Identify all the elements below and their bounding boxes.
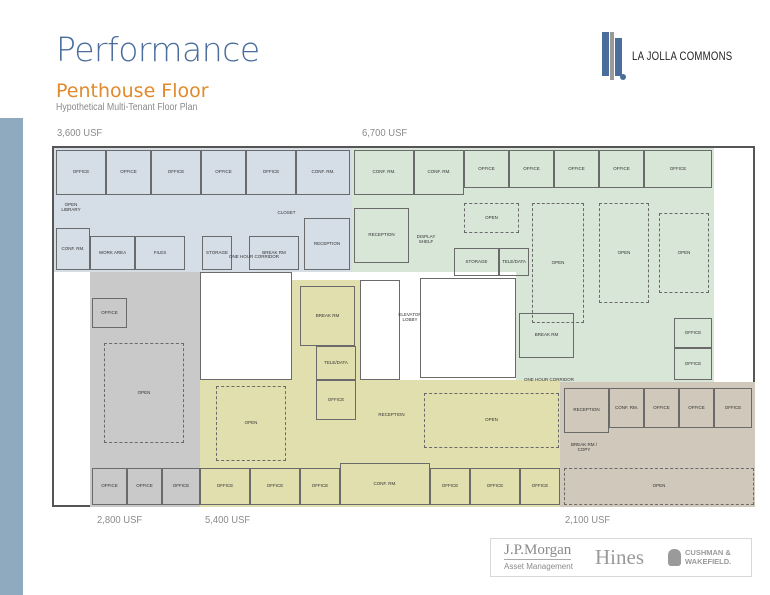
room-open: OPEN [532, 203, 584, 323]
suite-6700 [352, 148, 714, 272]
room-office: OFFICE [644, 150, 712, 188]
room-elevator-lobby: ELEVATOR LOBBY [398, 312, 422, 322]
room-tele-data: TELE/DATA [316, 346, 356, 380]
room-reception: RECEPTION [304, 218, 350, 270]
room-office: OFFICE [127, 468, 162, 505]
room-office: OFFICE [599, 150, 644, 188]
room-office: OFFICE [644, 388, 679, 428]
room-office: OFFICE [151, 150, 201, 195]
room-office: OFFICE [56, 150, 106, 195]
room-office: OFFICE [430, 468, 470, 505]
room-reception: RECEPTION [354, 208, 409, 263]
sidebar-accent-bar [0, 118, 23, 595]
suite-area-label: 3,600 USF [57, 127, 103, 139]
core-restrooms [200, 272, 292, 380]
floor-plan: OFFICE OFFICE OFFICE OFFICE OFFICE CONF.… [52, 146, 755, 507]
room-conf: CONF. RM. [340, 463, 430, 505]
suite-area-label: 2,100 USF [565, 514, 611, 526]
room-office: OFFICE [509, 150, 554, 188]
room-office: OFFICE [714, 388, 752, 428]
room-conf: CONF. RM. [56, 228, 90, 270]
room-files: FILES [135, 236, 185, 270]
corridor-label: ONE HOUR CORRIDOR [228, 253, 279, 259]
la-jolla-commons-logo: LA JOLLA COMMONS [602, 32, 742, 80]
suite-5400-north [292, 280, 360, 380]
room-conf: CONF. RM. [414, 150, 464, 195]
core-service [420, 278, 516, 378]
hines-logo: Hines [595, 545, 644, 569]
room-office: OFFICE [246, 150, 296, 195]
room-office: OFFICE [200, 468, 250, 505]
room-closet: CLOSET [277, 209, 296, 215]
room-office: OFFICE [92, 468, 127, 505]
cushman-wakefield-logo: CUSHMAN &WAKEFIELD. [685, 548, 732, 566]
room-office: OFFICE [464, 150, 509, 188]
room-open: OPEN [599, 203, 649, 303]
room-reception: RECEPTION [378, 412, 405, 418]
room-office: OFFICE [162, 468, 200, 505]
elevator-bank [360, 280, 400, 380]
room-office: OFFICE [674, 348, 712, 380]
room-tele-data: TELE/DATA [499, 248, 529, 276]
room-display-shelf: DISPLAY SHELF [416, 234, 436, 244]
room-conf: CONF. RM. [354, 150, 414, 195]
room-copy: BREAK RM / COPY [570, 442, 597, 452]
jpmorgan-logo: J.P.Morgan [504, 542, 572, 560]
jpmorgan-subtitle: Asset Management [504, 562, 573, 571]
room-open-library: OPEN LIBRARY [61, 202, 81, 212]
room-office: OFFICE [674, 318, 712, 348]
room-storage: STORAGE [202, 236, 232, 270]
cw-line-1: CUSHMAN & [685, 548, 731, 557]
room-open: OPEN [216, 386, 286, 461]
suite-5400 [200, 380, 560, 507]
suite-area-label: 5,400 USF [205, 514, 251, 526]
suite-2800 [90, 272, 200, 507]
room-break: BREAK RM [300, 286, 355, 346]
partner-logos: J.P.Morgan Asset Management Hines CUSHMA… [490, 538, 752, 577]
room-office: OFFICE [201, 150, 246, 195]
logo-text: LA JOLLA COMMONS [632, 49, 733, 63]
room-office: OFFICE [300, 468, 340, 505]
room-open: OPEN [659, 213, 709, 293]
room-open: OPEN [464, 203, 519, 233]
suite-area-label: 2,800 USF [97, 514, 143, 526]
room-open: OPEN [424, 393, 559, 448]
room-office: OFFICE [316, 380, 356, 420]
room-reception: RECEPTION [564, 388, 609, 433]
room-break: BREAK RM [519, 313, 574, 358]
corridor-label: ONE HOUR CORRIDOR [523, 376, 574, 382]
room-office: OFFICE [92, 298, 127, 328]
suite-6700-east [516, 272, 714, 382]
room-break: BREAK RM [249, 236, 299, 270]
room-conf: CONF. RM. [296, 150, 350, 195]
cushman-wakefield-icon [668, 549, 681, 566]
room-office: OFFICE [470, 468, 520, 505]
room-storage: STORAGE [454, 248, 499, 276]
suite-area-label: 6,700 USF [362, 127, 408, 139]
room-office: OFFICE [679, 388, 714, 428]
room-office: OFFICE [520, 468, 560, 505]
plan-description: Hypothetical Multi-Tenant Floor Plan [56, 102, 198, 113]
floor-title: Penthouse Floor [56, 80, 209, 102]
room-open: OPEN [104, 343, 184, 443]
room-office: OFFICE [250, 468, 300, 505]
room-office: OFFICE [554, 150, 599, 188]
suite-2100 [560, 382, 755, 507]
page-title: Performance [56, 30, 260, 69]
room-open: OPEN [564, 468, 754, 505]
room-work-area: WORK AREA [90, 236, 135, 270]
suite-3600 [54, 148, 352, 272]
cw-line-2: WAKEFIELD. [685, 556, 732, 566]
room-conf: CONF. RM. [609, 388, 644, 428]
room-office: OFFICE [106, 150, 151, 195]
